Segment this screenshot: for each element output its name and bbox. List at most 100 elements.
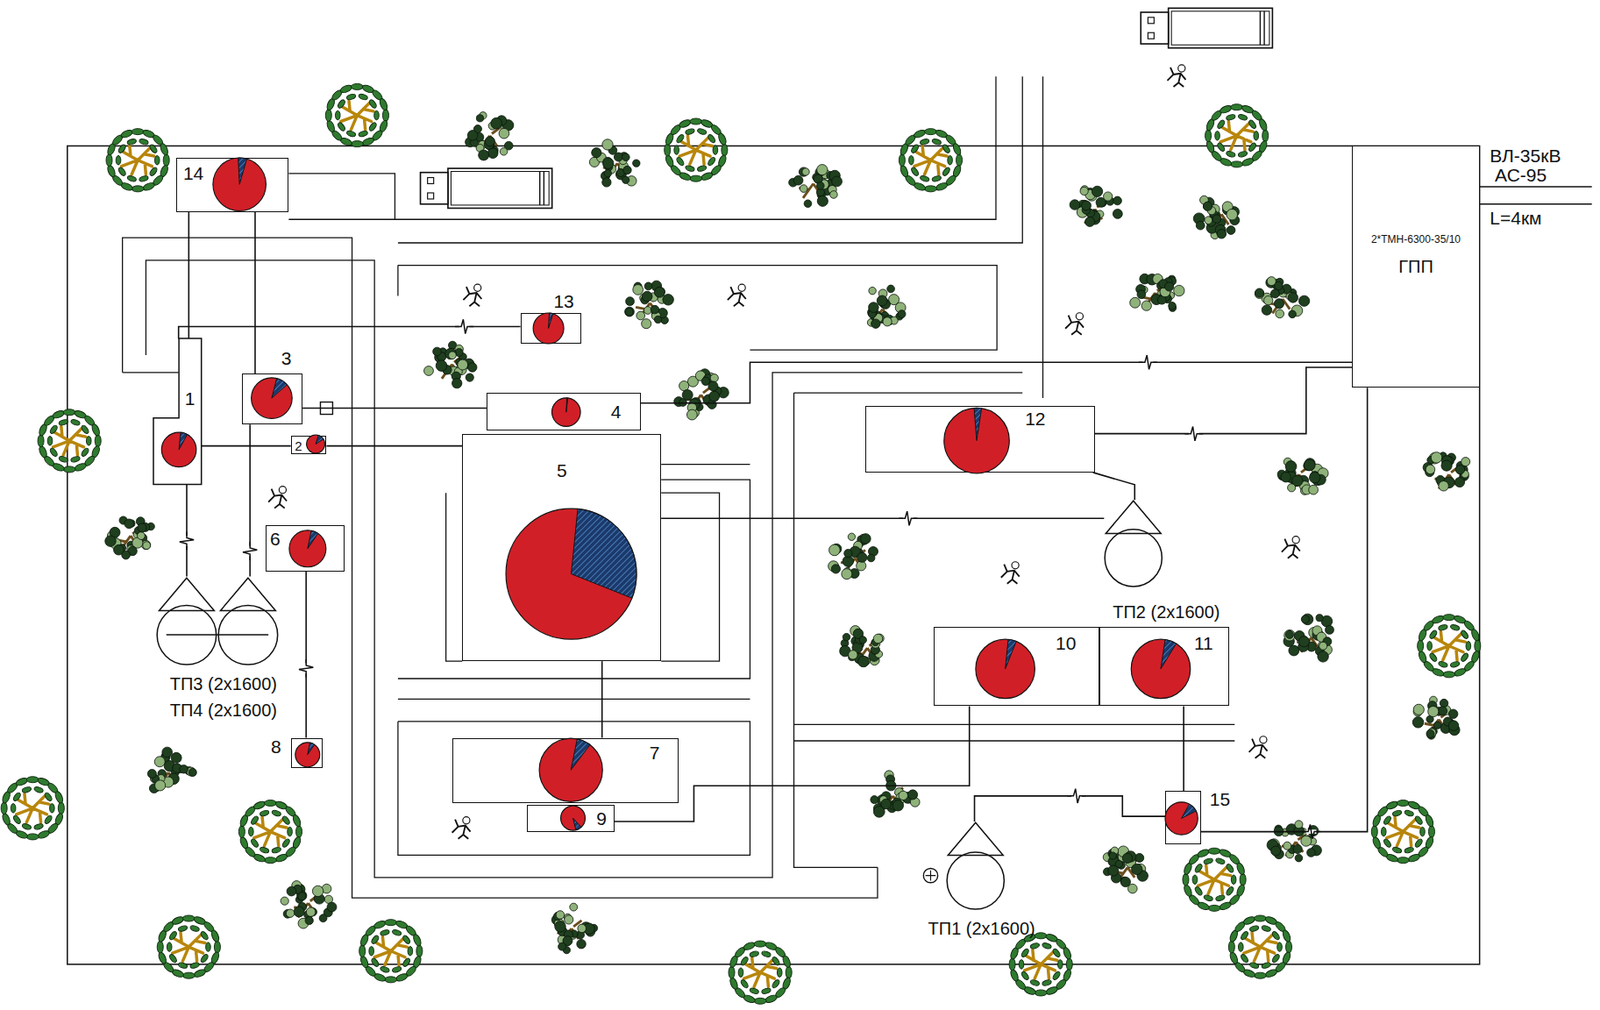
tree-leaf [771, 955, 782, 967]
tree-leaf [369, 946, 375, 956]
building-box: 14 [176, 157, 289, 213]
tree-leaf [379, 966, 391, 975]
tree [106, 128, 170, 192]
tree-leaf [1194, 885, 1204, 896]
transformer-circle [1104, 529, 1162, 587]
building-box: 10 [933, 626, 1100, 707]
tree-leaf [177, 924, 189, 933]
tree-leaf [1253, 972, 1266, 979]
tree-leaf [1141, 300, 1152, 311]
tree-leaf [63, 466, 76, 473]
tree-leaf [1371, 835, 1382, 850]
tree-leaf [1225, 150, 1237, 159]
person-head [1292, 536, 1300, 544]
tree-leaf [435, 360, 448, 372]
tree-branches [1244, 932, 1277, 962]
tree-leaf [1396, 799, 1409, 806]
person-head [1259, 736, 1267, 744]
tree-leaf [1168, 302, 1177, 311]
tree-leaf [1052, 970, 1062, 982]
tree-leaf [686, 409, 697, 420]
tree-leaf [163, 154, 170, 167]
tree-leaf [1215, 857, 1226, 866]
tree-leaf [1058, 960, 1064, 969]
cable-break-mark [1184, 426, 1203, 441]
tree-leaf [94, 434, 101, 448]
tree-leaf [602, 157, 613, 169]
cable-line [1093, 472, 1136, 500]
cable-break-mark [179, 531, 194, 550]
tree-leaf [1018, 960, 1024, 969]
tree-leaf [156, 951, 168, 966]
truck-light [1147, 32, 1154, 39]
tree-leaf [829, 544, 841, 556]
tree-leaf [1459, 652, 1470, 663]
pie-reactive-load [548, 312, 554, 328]
tree-leaf [490, 117, 503, 129]
tree-leaf [168, 930, 178, 941]
tree-leaf [286, 886, 297, 896]
pie-active-load [289, 530, 327, 568]
tree [147, 746, 197, 793]
tree-leaf [1226, 226, 1236, 235]
tree-leaf [70, 418, 81, 427]
tree-leaf [1450, 623, 1461, 632]
tree-leaf [844, 549, 853, 558]
tree-leaf [689, 175, 703, 182]
load-pie-chart [539, 738, 603, 802]
tree-leaf [80, 447, 91, 458]
tree-leaf [1242, 915, 1257, 926]
load-pie-chart [944, 407, 1010, 473]
tree-leaf [1218, 104, 1233, 115]
tree [1412, 696, 1460, 740]
tree-leaf [1414, 815, 1424, 826]
tree [1205, 104, 1269, 168]
tree-leaf [49, 803, 56, 813]
building-box: 9 [526, 804, 615, 832]
tree-leaf [248, 826, 255, 836]
building-box: 12 [865, 405, 1096, 473]
cable-line [1182, 705, 1185, 791]
person-body [462, 286, 482, 306]
road-line [398, 76, 1023, 243]
truck-doors [540, 171, 545, 206]
node-figure [451, 737, 678, 803]
tree-leaf [1439, 698, 1448, 707]
tree-leaf [478, 149, 490, 161]
person-icon [1065, 312, 1084, 335]
tree-leaf [1382, 815, 1393, 826]
tree-leaf [168, 952, 178, 964]
tree-leaf [857, 552, 868, 562]
person-body [727, 286, 747, 306]
transformer-spec: 2*ТМН-6300-35/10 [1371, 234, 1461, 245]
tree [898, 128, 962, 192]
tree-leaf [771, 978, 782, 989]
tree [105, 516, 156, 560]
pie-reactive-load [565, 397, 568, 412]
line-label: АС-95 [1494, 165, 1547, 185]
tree-leaf [1414, 838, 1424, 849]
tree-leaf [817, 182, 825, 191]
tree-leaf [1202, 857, 1214, 866]
tree-leaf [696, 128, 708, 136]
tree-leaf [859, 636, 867, 644]
tree-leaf [156, 940, 164, 953]
building-number: 9 [596, 808, 607, 827]
load-pie-chart [551, 397, 581, 427]
tree-leaf [887, 284, 896, 293]
tree-leaf [21, 786, 33, 795]
person-icon [1167, 64, 1187, 87]
tree-leaf [1034, 932, 1047, 939]
tree-leaf [1225, 862, 1236, 874]
substation-label: ТП3 (2x1600) [170, 675, 278, 693]
tree-leaf [644, 282, 653, 291]
tree-leaf [149, 143, 159, 155]
truck-body-inner [450, 171, 549, 206]
tree [465, 112, 514, 161]
tree-leaf [1455, 464, 1465, 474]
tree-leaf [1041, 979, 1053, 988]
tree-leaf [0, 802, 8, 815]
tree-leaf [1413, 704, 1424, 715]
tree-leaf [1315, 614, 1323, 622]
tree-leaf [1454, 476, 1465, 487]
